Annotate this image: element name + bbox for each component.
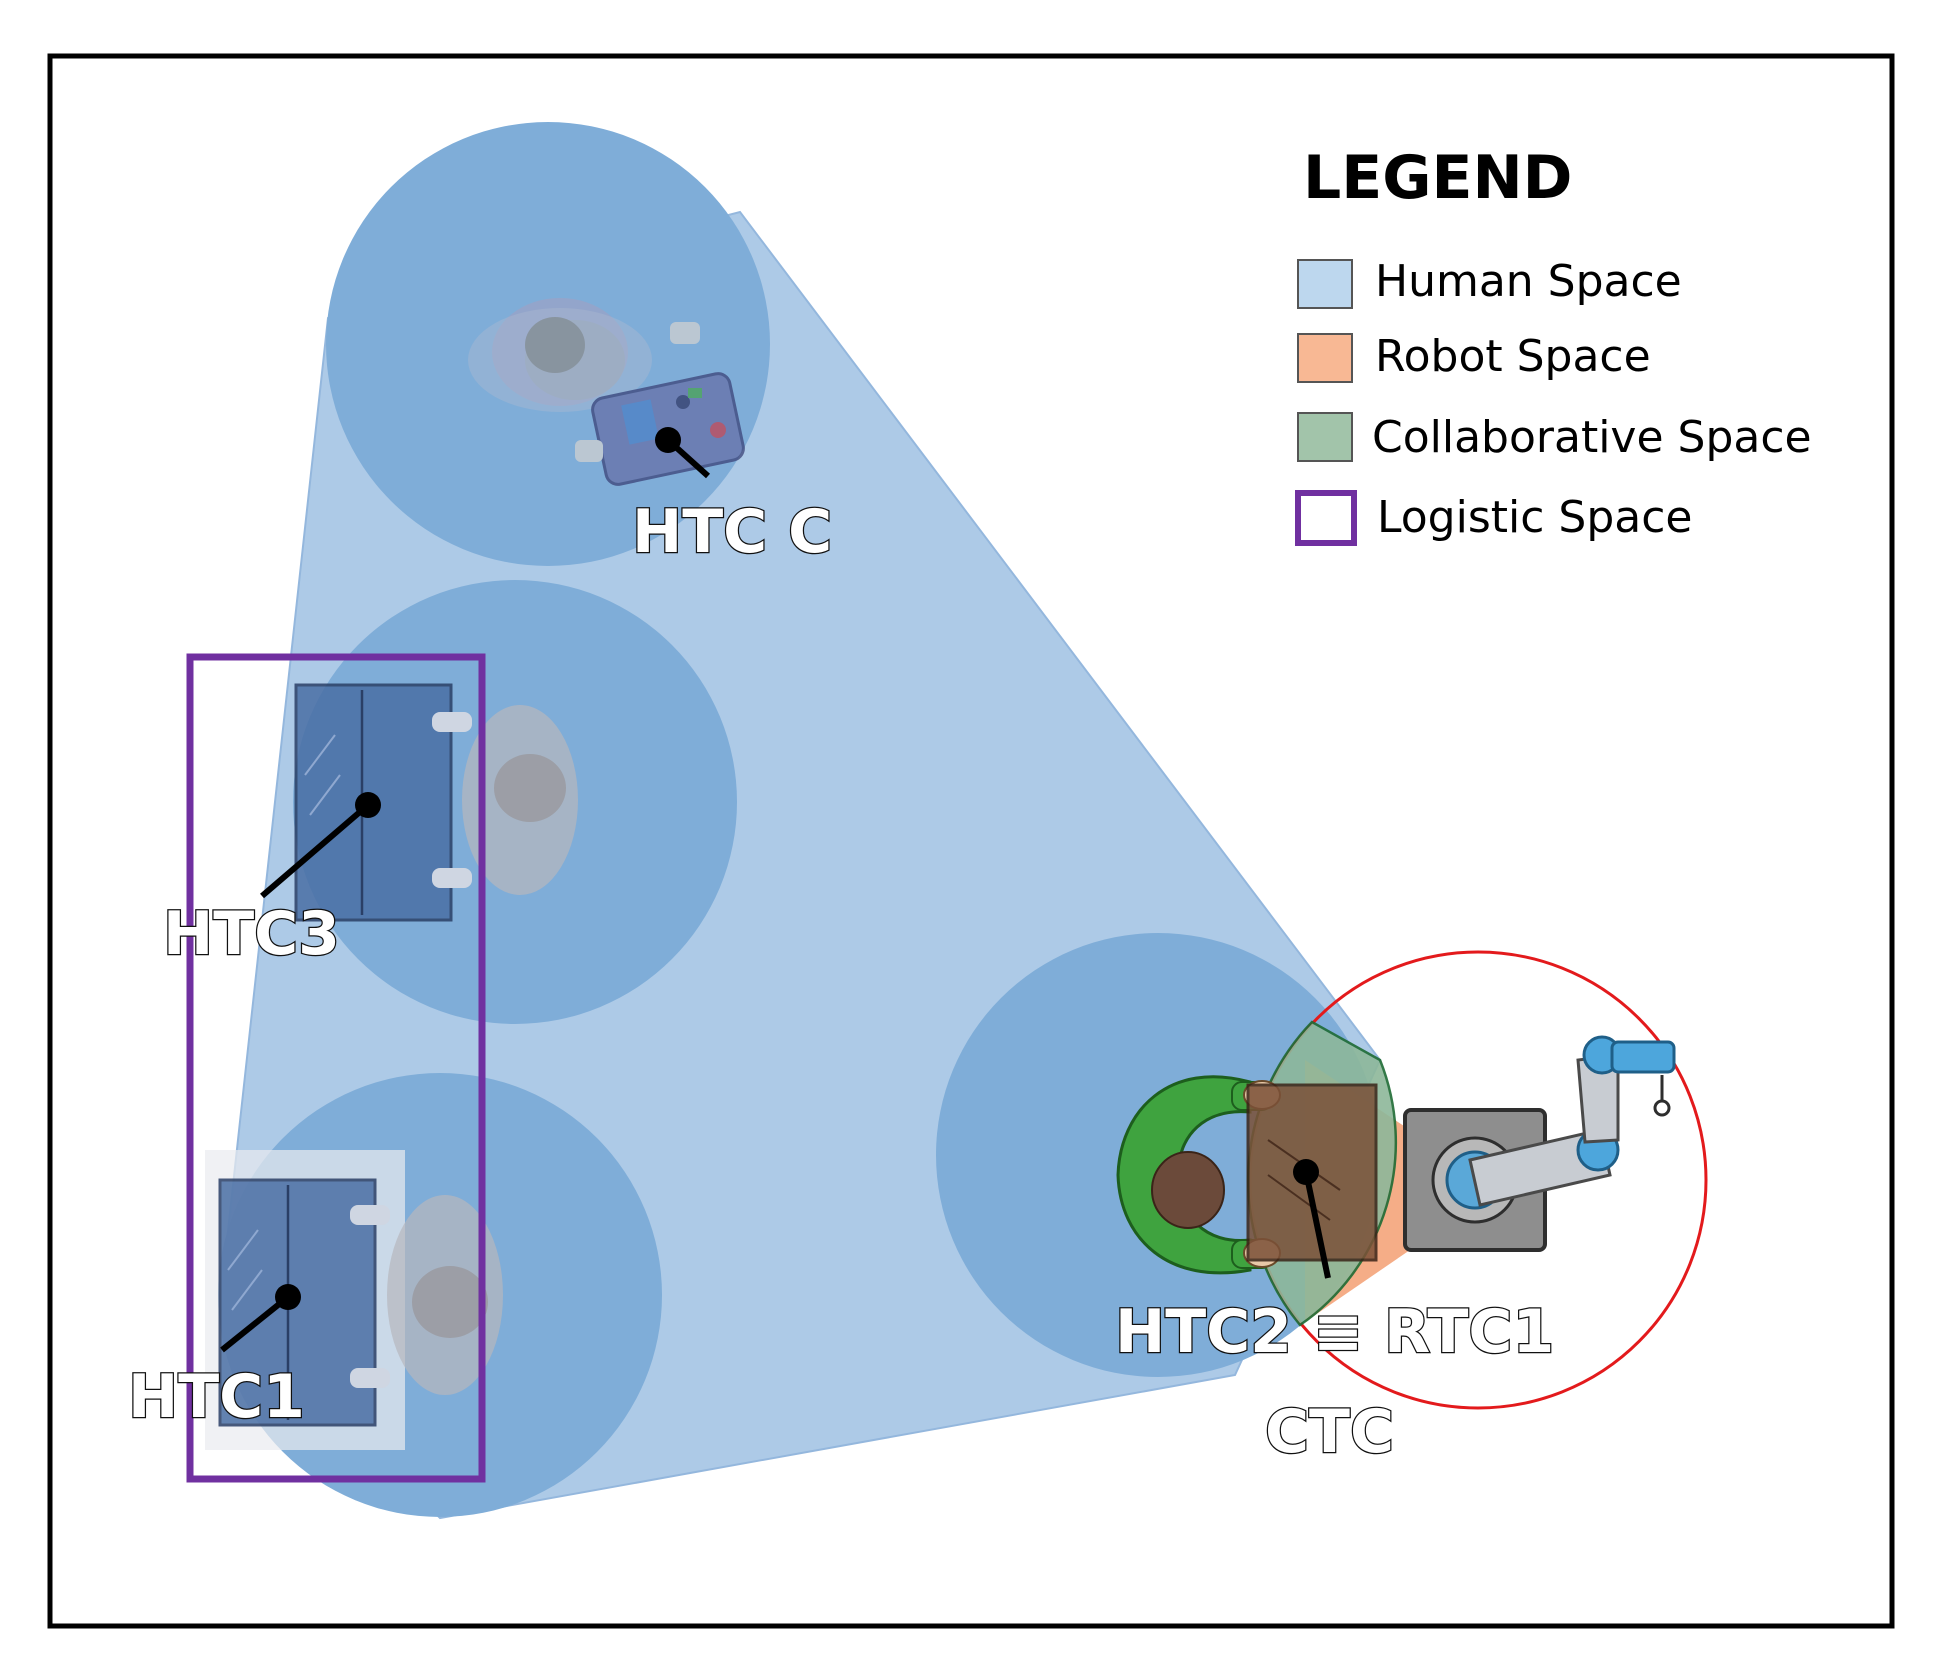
htc-c-label: HTC C <box>632 497 832 567</box>
ctc-label: CTC <box>1265 1397 1394 1467</box>
legend-swatch-robot-space <box>1297 333 1353 383</box>
htc2-rtc1-label: HTC2 ≡ RTC1 <box>1115 1297 1554 1367</box>
legend-label-robot-space: Robot Space <box>1375 331 1651 382</box>
logistic-space-boundary <box>186 653 486 1483</box>
robot-arm-illustration <box>1403 1035 1676 1252</box>
legend-label-logistic-space: Logistic Space <box>1377 492 1692 543</box>
htc2-operator-illustration <box>1116 1075 1378 1275</box>
htc3-label: HTC3 <box>163 899 340 969</box>
legend-swatch-collaborative-space <box>1297 412 1353 462</box>
legend-label-collaborative-space: Collaborative Space <box>1372 412 1812 463</box>
htc3-operator-illustration <box>294 683 578 922</box>
htc-c-operator-illustration <box>468 298 745 486</box>
htc3-point <box>355 792 381 818</box>
legend-title: LEGEND <box>1303 143 1572 213</box>
legend: LEGEND Human Space Robot Space Collabora… <box>1295 143 1812 546</box>
htc1-point <box>275 1284 301 1310</box>
htc2-pointer-line <box>1303 1171 1331 1279</box>
legend-label-human-space: Human Space <box>1375 256 1682 307</box>
legend-swatch-human-space <box>1297 259 1353 309</box>
htc3-pointer-line <box>260 802 370 899</box>
htc1-operator-illustration <box>205 1150 503 1450</box>
htc1-label: HTC1 <box>128 1362 305 1432</box>
legend-swatch-logistic-space <box>1295 490 1357 546</box>
htc-c-point <box>655 427 681 453</box>
htc1-pointer-line <box>220 1294 290 1353</box>
htc2-rtc1-point <box>1293 1159 1319 1185</box>
